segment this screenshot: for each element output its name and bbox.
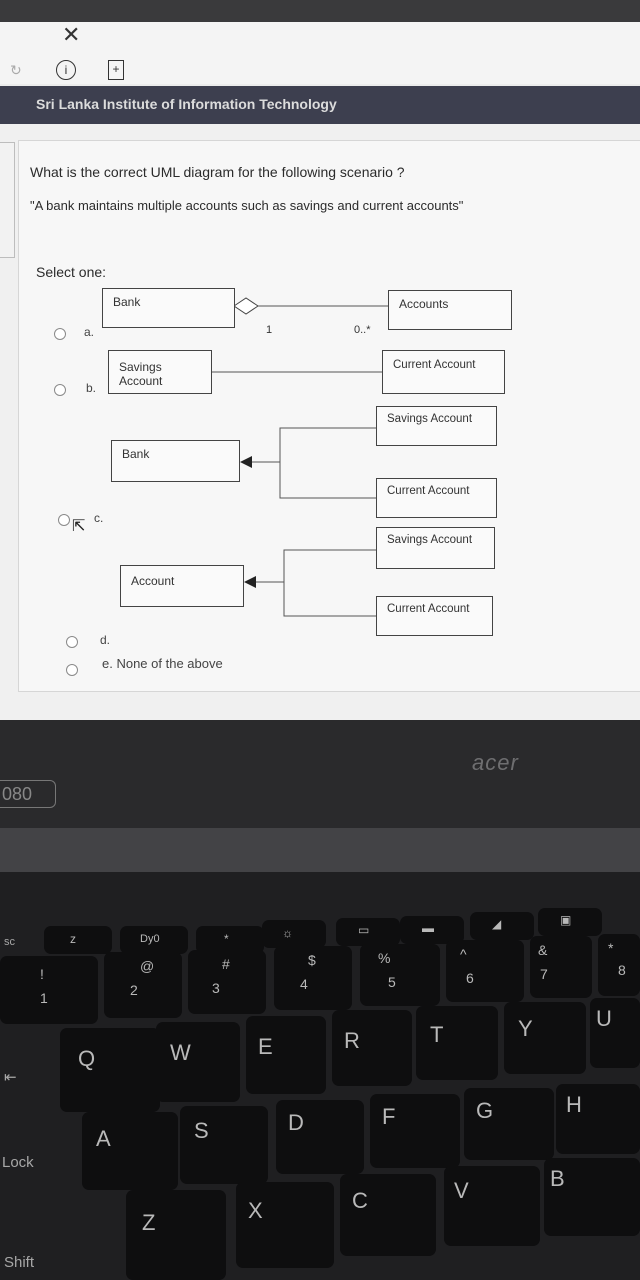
key-u[interactable]: U [590,998,640,1068]
class-name: Accounts [399,297,449,311]
key-shift-label: Shift [4,1254,35,1271]
close-icon[interactable]: ✕ [62,22,81,47]
uml-connectors [212,297,388,617]
key-h[interactable]: H [556,1084,640,1154]
option-d-branch-top [283,549,376,582]
key-q[interactable]: Q [60,1028,160,1112]
key-d[interactable]: D [276,1100,364,1174]
question-info-panel [0,142,15,258]
key-fn-2[interactable]: Dy0 [120,926,188,954]
uml-class-bank-c: Bank [111,440,240,482]
class-name: Account [131,574,175,588]
option-b-letter: b. [86,381,97,395]
option-d-radio[interactable] [66,636,78,648]
option-c-letter: c. [94,511,104,525]
option-c-branch-top [266,427,376,463]
class-name: Bank [122,447,150,461]
option-d-arrowhead [244,576,256,588]
key-t[interactable]: T [416,1006,498,1080]
select-one-label: Select one: [36,264,107,280]
key-fn-1[interactable]: z [44,926,112,954]
class-name: Savings Account [119,360,163,388]
browser-toolbar [0,22,640,84]
key-g[interactable]: G [464,1088,554,1160]
key-5[interactable]: %5 [360,944,440,1006]
key-r[interactable]: R [332,1010,412,1086]
key-7[interactable]: &7 [530,936,592,998]
site-header [0,86,640,124]
top-bar [0,0,640,26]
option-c-branch-bottom [279,462,376,499]
uml-class-current-b: Current Account [382,350,505,394]
site-title: Sri Lanka Institute of Information Techn… [36,96,337,112]
key-fn-3[interactable]: * [196,926,264,954]
key-8[interactable]: *8 [598,934,640,996]
key-x[interactable]: X [236,1182,334,1268]
key-fn-6[interactable]: ▬ [400,916,464,944]
keyboard: z Dy0 * ☼ ▭ ▬ ◢ ▣ sc !1 @2 #3 $4 %5 ^6 &… [0,872,640,1280]
class-name: Current Account [387,485,470,497]
key-6[interactable]: ^6 [446,940,524,1002]
uml-class-savings-c: Savings Account [376,406,497,446]
key-y[interactable]: Y [504,1002,586,1074]
class-name: Savings Account [387,534,473,546]
key-fn-7[interactable]: ◢ [470,912,534,940]
option-a-radio[interactable] [54,328,66,340]
option-b-radio[interactable] [54,384,66,396]
class-name: Bank [113,295,141,309]
aggregation-diamond [233,297,259,315]
key-fn-4[interactable]: ☼ [262,920,326,948]
option-c-radio[interactable] [58,514,70,526]
key-v[interactable]: V [444,1166,540,1246]
mouse-cursor-icon: ⇱ [72,518,86,535]
uml-class-savings-b: Savings Account [108,350,212,394]
option-e-label: e. None of the above [102,656,223,671]
uml-class-current-d: Current Account [376,596,493,636]
key-esc-label: sc [4,936,15,948]
question-scenario: "A bank maintains multiple accounts such… [30,198,464,213]
bookmark-icon[interactable]: + [108,60,124,80]
energy-badge: 080 [0,780,56,808]
key-z[interactable]: Z [126,1190,226,1280]
uml-class-bank-a: Bank [102,288,235,328]
laptop-hinge [0,828,640,872]
laptop-bezel [0,720,640,840]
refresh-icon[interactable]: ↻ [10,62,22,78]
class-name: Savings Account [387,413,473,425]
key-1[interactable]: !1 [0,956,98,1024]
multiplicity-right: 0..* [354,324,371,336]
option-a-letter: a. [84,325,95,339]
uml-class-accounts-a: Accounts [388,290,512,330]
key-c[interactable]: C [340,1174,436,1256]
key-w[interactable]: W [156,1022,240,1102]
key-4[interactable]: $4 [274,946,352,1010]
key-2[interactable]: @2 [104,952,182,1018]
uml-class-current-c: Current Account [376,478,497,518]
uml-class-account-d: Account [120,565,244,607]
option-d-letter: d. [100,633,111,647]
brand-logo: acer [472,750,519,775]
key-f[interactable]: F [370,1094,460,1168]
key-tab-label: ⇤ [4,1069,17,1086]
uml-class-savings-d: Savings Account [376,527,495,569]
key-caps-lock-label: Lock [2,1154,34,1171]
key-e[interactable]: E [246,1016,326,1094]
option-e-radio[interactable] [66,664,78,676]
option-c-arrowhead [240,456,252,468]
info-icon[interactable]: i [56,60,76,80]
key-fn-5[interactable]: ▭ [336,918,400,946]
option-d-branch-bottom [283,582,376,617]
key-3[interactable]: #3 [188,950,266,1014]
multiplicity-left: 1 [266,324,273,336]
laptop-screen: ✕ ↻ i + Sri Lanka Institute of Informati… [0,0,640,720]
question-prompt: What is the correct UML diagram for the … [30,164,405,180]
key-s[interactable]: S [180,1106,268,1184]
class-name: Current Account [387,603,470,615]
key-fn-8[interactable]: ▣ [538,908,602,936]
key-b[interactable]: B [544,1158,640,1236]
class-name: Current Account [393,359,476,371]
key-a[interactable]: A [82,1112,178,1190]
